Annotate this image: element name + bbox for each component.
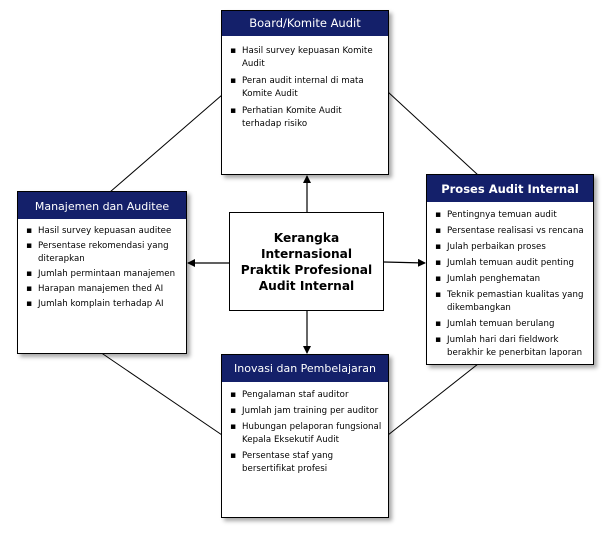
connector-proses-inovasi [387,363,479,436]
connector-board-proses [387,91,479,176]
list-item: Harapan manajemen thed AI [23,283,182,296]
inovasi-box: Inovasi dan Pembelajaran Pengalaman staf… [221,354,389,518]
list-item: Jumlah komplain terhadap AI [23,298,182,311]
center-framework-box: Kerangka Internasional Praktik Profesion… [229,212,384,311]
proses-list: Pentingnya temuan auditPersentase realis… [427,202,593,360]
list-item: Jumlah penghematan [432,273,589,286]
proses-box: Proses Audit Internal Pentingnya temuan … [426,174,594,365]
list-item: Jumlah temuan berulang [432,318,589,331]
list-item: Pengalaman staf auditor [227,389,384,402]
list-item: Hasil survey kepuasan auditee [23,225,182,238]
list-item: Jumlah temuan audit penting [432,257,589,270]
list-item: Hubungan pelaporan fungsional Kepala Eks… [227,421,384,447]
manajemen-title: Manajemen dan Auditee [18,192,186,219]
manajemen-list: Hasil survey kepuasan auditeePersentase … [18,219,186,311]
connector-board-manajemen [109,94,223,193]
inovasi-title: Inovasi dan Pembelajaran [222,355,388,382]
inovasi-list: Pengalaman staf auditorJumlah jam traini… [222,382,388,476]
list-item: Persentase realisasi vs rencana [432,225,589,238]
list-item: Jumlah jam training per auditor [227,405,384,418]
arrow-to-proses [383,258,426,267]
list-item: Pentingnya temuan audit [432,209,589,222]
list-item: Hasil survey kepuasan Komite Audit [227,45,382,71]
list-item: Perhatian Komite Audit terhadap risiko [227,105,382,131]
manajemen-box: Manajemen dan Auditee Hasil survey kepua… [17,191,187,354]
list-item: Jumlah permintaan manajemen [23,268,182,281]
list-item: Jumlah hari dari fieldwork berakhir ke p… [432,334,589,360]
center-title: Kerangka Internasional Praktik Profesion… [240,230,373,293]
board-box: Board/Komite Audit Hasil survey kepuasan… [221,10,389,175]
board-title: Board/Komite Audit [222,11,388,36]
list-item: Persentase staf yang bersertifikat profe… [227,450,384,476]
list-item: Peran audit internal di mata Komite Audi… [227,75,382,101]
list-item: Teknik pemastian kualitas yang dikembang… [432,289,589,315]
board-list: Hasil survey kepuasan Komite AuditPeran … [222,36,388,131]
list-item: Julah perbaikan proses [432,241,589,254]
connector-manajemen-inovasi [99,351,223,436]
proses-title: Proses Audit Internal [427,175,593,202]
list-item: Persentase rekomendasi yang diterapkan [23,240,182,266]
